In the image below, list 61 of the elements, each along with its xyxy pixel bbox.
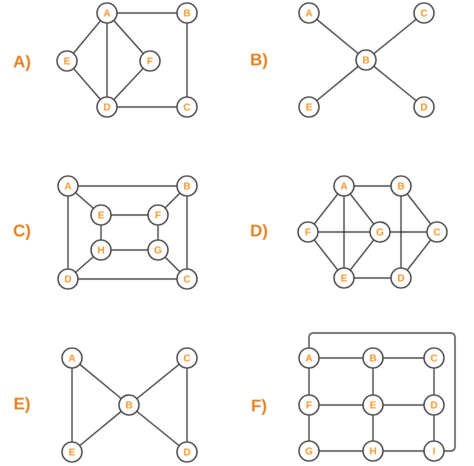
edge-line <box>374 19 416 54</box>
edge-line <box>433 368 435 394</box>
panel-label: E) <box>14 397 30 413</box>
edge-line <box>112 249 148 251</box>
edge-line <box>350 240 374 270</box>
edge-line <box>384 450 424 452</box>
edge-line <box>372 416 374 440</box>
edge-line <box>186 368 188 442</box>
edge-line <box>71 368 73 442</box>
edge-line <box>390 231 426 233</box>
edge-line <box>186 196 188 268</box>
panel-label: A) <box>14 55 30 71</box>
edge-line <box>112 214 148 216</box>
edge-line <box>78 278 176 280</box>
edge-line <box>350 194 374 224</box>
edge-line <box>76 192 94 208</box>
edge-line <box>100 226 102 240</box>
edge-line <box>314 194 338 224</box>
panel-label: F) <box>252 399 266 415</box>
edge-line <box>320 404 362 406</box>
edge-line <box>384 357 424 359</box>
edge-line <box>308 332 456 452</box>
edge-line <box>165 193 180 208</box>
edge-line <box>157 226 159 240</box>
panel-label: C) <box>14 224 30 240</box>
edge-line <box>433 416 435 440</box>
edge-line <box>80 364 122 399</box>
edge-line <box>372 368 374 394</box>
edge-line <box>384 404 424 406</box>
panel-label: D) <box>251 224 268 240</box>
edge-line <box>320 450 362 452</box>
edge-line <box>354 185 390 187</box>
edge-line <box>74 68 100 100</box>
edge-line <box>76 256 94 272</box>
edge-line <box>374 66 416 101</box>
edge-line <box>106 24 108 96</box>
edge-line <box>136 411 180 446</box>
edge-line <box>316 66 358 101</box>
edge-line <box>407 194 431 224</box>
edge-line <box>118 106 176 108</box>
edge-line <box>318 231 370 233</box>
edge-line <box>320 357 362 359</box>
edge-line <box>308 368 310 394</box>
edge-line <box>343 196 345 268</box>
edge-line <box>114 68 144 100</box>
edge-line <box>400 196 402 268</box>
edge-line <box>316 19 358 54</box>
edge-line <box>67 196 69 268</box>
edge-line <box>314 240 338 270</box>
edge-line <box>78 185 176 187</box>
edge-line <box>80 411 122 446</box>
edge-line <box>407 240 431 270</box>
panel-label: B) <box>251 53 268 69</box>
edge-line <box>165 257 180 272</box>
edge-line <box>114 20 144 54</box>
edge-line <box>136 364 180 399</box>
edge-line <box>354 277 390 279</box>
edge-line <box>308 416 310 440</box>
edge-line <box>186 24 188 96</box>
edge-line <box>73 20 101 54</box>
edge-line <box>118 12 176 14</box>
